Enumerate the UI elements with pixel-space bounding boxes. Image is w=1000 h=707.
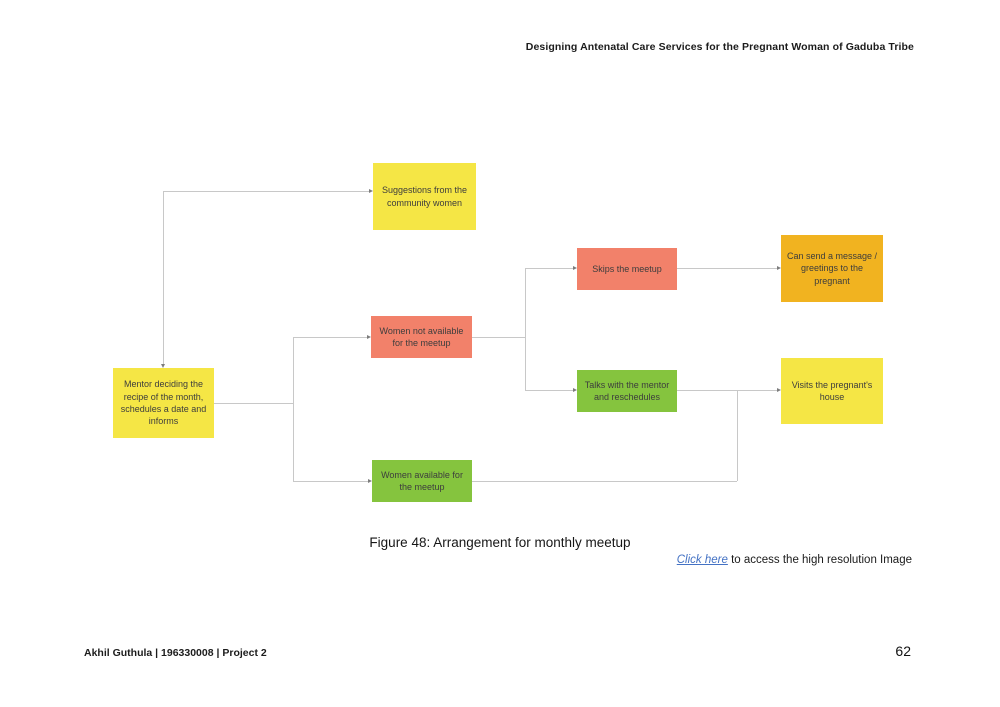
node-skips-meetup: Skips the meetup [577,248,677,290]
footer-author-info: Akhil Guthula | 196330008 | Project 2 [84,647,267,659]
connector-line [677,390,777,391]
arrowhead-icon [367,334,371,339]
connector-line [525,390,573,391]
connector-line [525,268,526,390]
connector-line [163,191,369,192]
arrowhead-icon [573,265,577,270]
link-suffix-text: to access the high resolution Image [727,554,912,566]
arrowhead-icon [369,188,373,193]
arrowhead-icon [368,478,372,483]
figure-caption: Figure 48: Arrangement for monthly meetu… [369,535,631,550]
page-number: 62 [895,643,911,659]
connector-line [293,481,368,482]
connector-line [472,337,525,338]
node-visits-house: Visits the pregnant's house [781,358,883,424]
connector-line [163,191,164,366]
arrowhead-icon [777,265,781,270]
arrowhead-icon [573,387,577,392]
connector-line [525,268,573,269]
node-women-not-available: Women not available for the meetup [371,316,472,358]
arrowhead-icon [777,387,781,392]
click-here-link[interactable]: Click here [676,554,728,566]
node-women-available: Women available for the meetup [372,460,472,502]
connector-line [472,481,737,482]
connector-line [293,337,367,338]
high-res-link-line: Click here to access the high resolution… [677,554,912,566]
connector-line [214,403,293,404]
connector-line [737,390,738,481]
arrowhead-icon [160,364,165,368]
connector-line [293,337,294,481]
document-header-title: Designing Antenatal Care Services for th… [525,41,914,53]
node-suggestions: Suggestions from the community women [373,163,476,230]
node-talks-reschedules: Talks with the mentor and reschedules [577,370,677,412]
node-can-send-message: Can send a message / greetings to the pr… [781,235,883,302]
connector-line [677,268,777,269]
node-mentor-decides: Mentor deciding the recipe of the month,… [113,368,214,438]
